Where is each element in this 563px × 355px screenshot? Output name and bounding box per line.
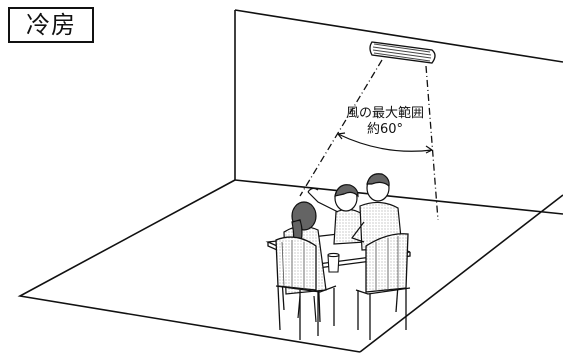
floor (17, 179, 563, 353)
angle-arc (337, 132, 433, 154)
airflow-angle-label: 約60° (366, 122, 404, 137)
airflow-range-label: 風の最大範囲 (345, 106, 424, 121)
back-wall (234, 9, 563, 180)
chair-left (275, 236, 337, 340)
mode-label-cooling: 冷房 (8, 7, 94, 43)
airflow-range-caption: 風の最大範囲 約60° (330, 106, 440, 138)
chair-right (355, 233, 411, 340)
air-conditioner-unit (369, 41, 436, 64)
airflow-range-lines (299, 59, 439, 221)
